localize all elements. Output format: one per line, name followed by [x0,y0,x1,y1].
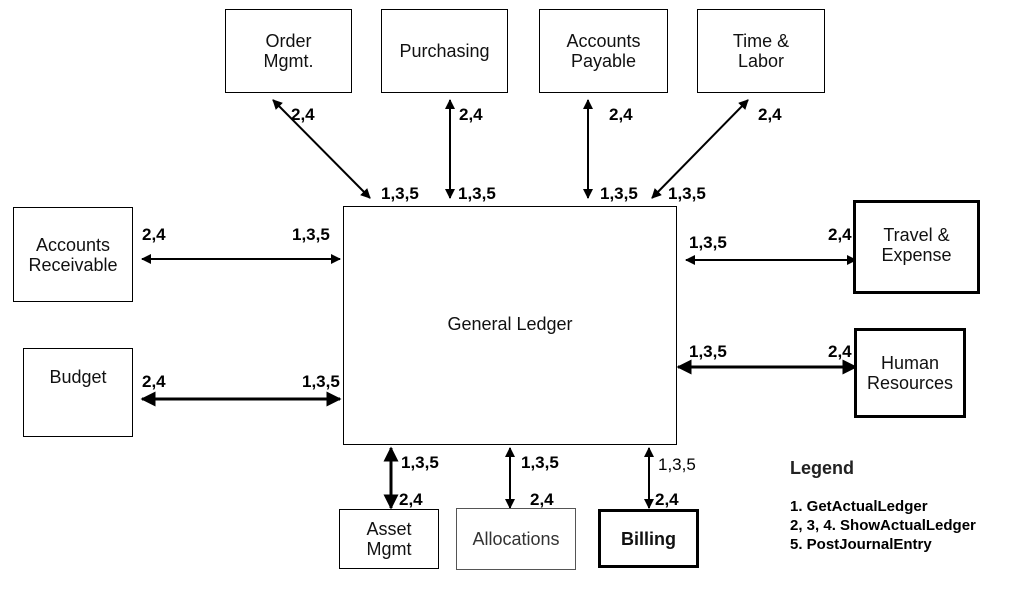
purchasing-box: Purchasing [381,9,508,93]
allocations-box: Allocations [456,508,576,570]
legend-item: 5. PostJournalEntry [790,536,932,553]
allocations-label: Allocations [472,529,560,549]
budget-out-label: 2,4 [142,372,166,391]
human-resources-label: Human Resources [866,353,954,393]
budget-label: Budget [49,366,107,387]
accounts-payable-out-label: 2,4 [609,105,633,124]
general-ledger-label: General Ledger [447,313,573,334]
human-resources-in-label: 1,3,5 [689,342,727,361]
purchasing-in-label: 1,3,5 [458,184,496,203]
order-mgmt-out-label: 2,4 [291,105,315,124]
order-mgmt-label: Order Mgmt. [263,31,314,71]
asset-mgmt-label: Asset Mgmt [366,519,412,559]
order-mgmt-box: Order Mgmt. [225,9,352,93]
billing-in-label: 1,3,5 [658,455,696,474]
purchasing-out-label: 2,4 [459,105,483,124]
travel-expense-label: Travel & Expense [881,225,952,265]
time-labor-label: Time & Labor [732,31,790,71]
billing-box: Billing [598,509,699,568]
billing-out-label: 2,4 [655,490,679,509]
accounts-payable-label: Accounts Payable [566,31,641,71]
budget-box: Budget [23,348,133,437]
accounts-receivable-out-label: 2,4 [142,225,166,244]
arrow-order-mgmt [272,99,371,199]
human-resources-out-label: 2,4 [828,342,852,361]
time-labor-out-label: 2,4 [758,105,782,124]
human-resources-box: Human Resources [854,328,966,418]
accounts-receivable-box: Accounts Receivable [13,207,133,302]
asset-mgmt-out-label: 2,4 [399,490,423,509]
accounts-payable-box: Accounts Payable [539,9,668,93]
travel-expense-out-label: 2,4 [828,225,852,244]
billing-label: Billing [621,528,676,549]
accounts-receivable-label: Accounts Receivable [28,234,118,275]
asset-mgmt-in-label: 1,3,5 [401,453,439,472]
general-ledger-box: General Ledger [343,206,677,445]
purchasing-label: Purchasing [399,41,490,61]
accounts-receivable-in-label: 1,3,5 [292,225,330,244]
order-mgmt-in-label: 1,3,5 [381,184,419,203]
legend-item: 2, 3, 4. ShowActualLedger [790,517,976,534]
allocations-in-label: 1,3,5 [521,453,559,472]
legend-item: 1. GetActualLedger [790,498,928,515]
time-labor-in-label: 1,3,5 [668,184,706,203]
legend: Legend 1. GetActualLedger 2, 3, 4. ShowA… [790,458,976,554]
budget-in-label: 1,3,5 [302,372,340,391]
legend-title: Legend [790,458,855,478]
arrow-time-labor [651,99,749,199]
travel-expense-in-label: 1,3,5 [689,233,727,252]
allocations-out-label: 2,4 [530,490,554,509]
time-labor-box: Time & Labor [697,9,825,93]
asset-mgmt-box: Asset Mgmt [339,509,439,569]
accounts-payable-in-label: 1,3,5 [600,184,638,203]
travel-expense-box: Travel & Expense [853,200,980,294]
